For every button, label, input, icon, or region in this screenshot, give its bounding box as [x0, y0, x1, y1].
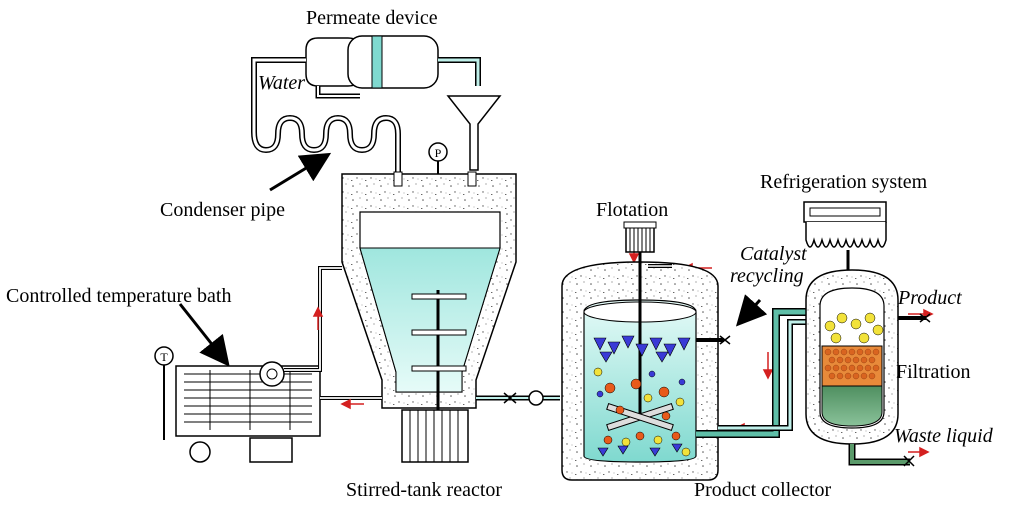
catalyst-pointer-arrow: [735, 294, 768, 327]
temperature-gauge-label: T: [160, 350, 168, 364]
transfer-pipe: [476, 390, 560, 406]
product-collector-label: Product collector: [694, 479, 832, 501]
stirred-tank-reactor: [341, 160, 517, 463]
recycling-label: recycling: [730, 265, 804, 287]
flotation-label: Flotation: [596, 199, 669, 221]
temperature-bath: [163, 266, 382, 463]
filtration-vessel: [805, 269, 931, 467]
condenser-pipe-label: Condenser pipe: [160, 199, 285, 221]
condenser-pointer-arrow: [269, 152, 332, 192]
condenser-coil: [251, 114, 401, 172]
permeate-device-label: Permeate device: [306, 7, 438, 29]
stirred-tank-reactor-label: Stirred-tank reactor: [346, 479, 503, 501]
temperature-gauge: [154, 346, 174, 366]
waste-liquid-label: Waste liquid: [894, 425, 993, 447]
product-label: Product: [898, 287, 962, 309]
water-label: Water: [258, 72, 306, 94]
feed-funnel: [446, 95, 502, 171]
catalyst-label: Catalyst: [740, 243, 807, 265]
refrigeration-unit: [803, 201, 887, 276]
flotation-vessel: [561, 221, 731, 481]
permeate-device: [251, 35, 481, 132]
bath-pointer-arrow: [178, 303, 230, 367]
filtration-label: Filtration: [896, 361, 971, 383]
temperature-bath-label: Controlled temperature bath: [6, 285, 232, 307]
pressure-gauge-label: P: [435, 146, 442, 160]
refrigeration-system-label: Refrigeration system: [760, 171, 928, 193]
pressure-gauge: [428, 142, 448, 162]
